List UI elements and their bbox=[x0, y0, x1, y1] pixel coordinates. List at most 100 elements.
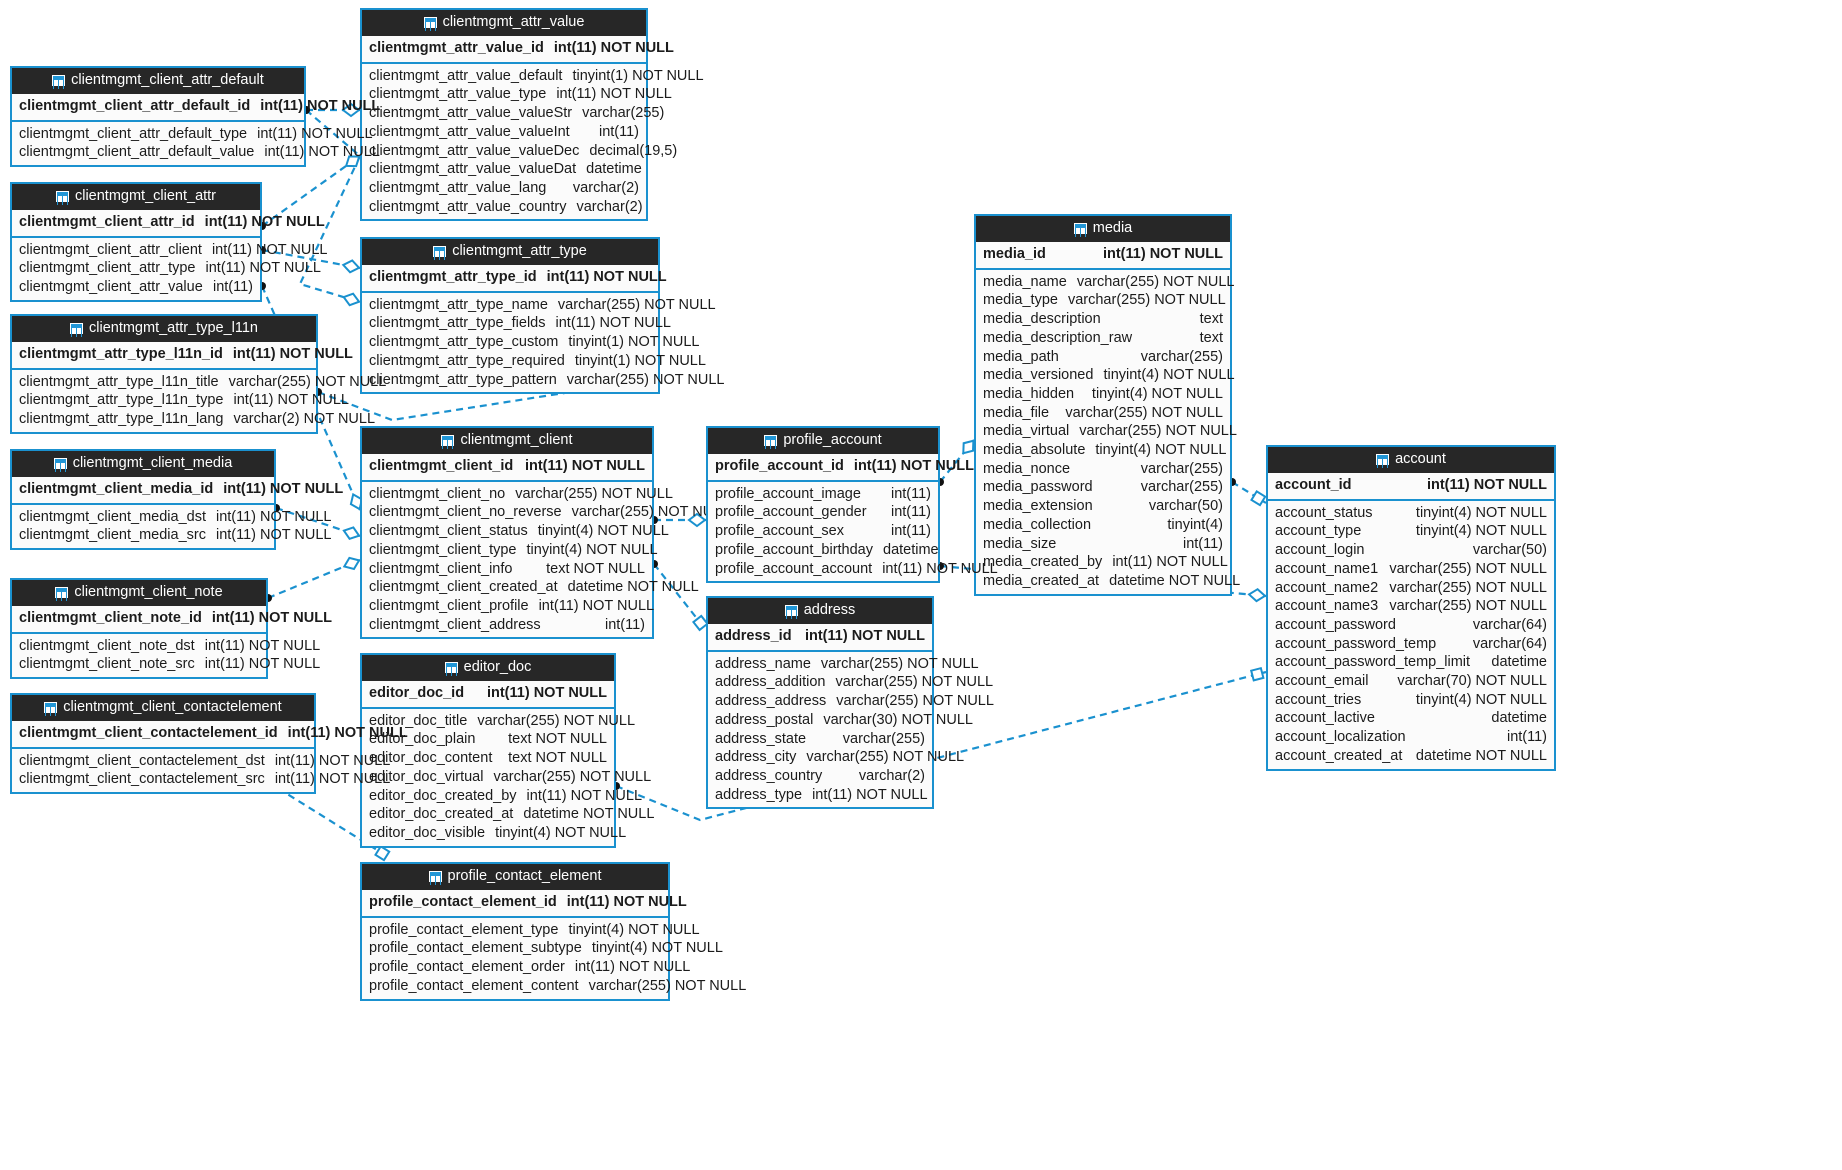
attribute-name: media_path bbox=[983, 348, 1059, 365]
attribute-type: int(11) NOT NULL bbox=[257, 125, 373, 142]
attribute-type: int(11) NOT NULL bbox=[223, 481, 344, 497]
attribute-name: profile_account_birthday bbox=[715, 541, 873, 558]
entity-header-clientmgmt_client_contactelement: clientmgmt_client_contactelement bbox=[12, 695, 314, 721]
attribute-type: varchar(255) bbox=[1140, 460, 1223, 477]
attribute-name: clientmgmt_client_no_reverse bbox=[369, 504, 562, 521]
relationship-target-marker bbox=[374, 844, 391, 862]
entity-header-clientmgmt_client_attr_default: clientmgmt_client_attr_default bbox=[12, 68, 304, 94]
attribute-type: varchar(50) bbox=[1472, 542, 1547, 559]
attribute-type: int(11) NOT NULL bbox=[853, 458, 974, 474]
table-icon bbox=[433, 246, 447, 258]
attribute-type: int(11) NOT NULL bbox=[1112, 554, 1228, 571]
attribute-name: editor_doc_virtual bbox=[369, 768, 484, 785]
attribute-name: address_type bbox=[715, 786, 803, 803]
attribute-type: varchar(64) bbox=[1472, 635, 1547, 652]
attribute-name: clientmgmt_attr_type_l11n_id bbox=[19, 346, 223, 362]
table-icon bbox=[764, 435, 778, 447]
attribute-type: varchar(70) NOT NULL bbox=[1397, 673, 1547, 690]
attribute-name: clientmgmt_client_created_at bbox=[369, 579, 558, 596]
attribute-name: clientmgmt_client_info bbox=[369, 560, 513, 577]
attribute-type: varchar(255) NOT NULL bbox=[836, 693, 994, 710]
attribute-type: datetime bbox=[883, 541, 939, 558]
attribute-name: editor_doc_plain bbox=[369, 731, 476, 748]
entity-title: profile_account bbox=[783, 432, 882, 448]
attribute-type: tinyint(4) NOT NULL bbox=[495, 824, 627, 841]
attribute-name: account_type bbox=[1275, 523, 1362, 540]
entity-header-clientmgmt_client_attr: clientmgmt_client_attr bbox=[12, 184, 260, 210]
attribute-type: int(11) NOT NULL bbox=[882, 560, 998, 577]
attribute-type: int(11) bbox=[890, 504, 931, 521]
attribute-type: text bbox=[1199, 311, 1223, 328]
attribute-name: media_virtual bbox=[983, 423, 1070, 440]
entity-header-clientmgmt_attr_type: clientmgmt_attr_type bbox=[362, 239, 658, 265]
attribute-name: editor_doc_title bbox=[369, 712, 468, 729]
attribute-type: int(11) NOT NULL bbox=[526, 787, 643, 804]
attribute-type: tinyint(4) bbox=[1167, 516, 1223, 533]
attribute-type: tinyint(1) NOT NULL bbox=[572, 67, 704, 84]
attribute-name: editor_doc_content bbox=[369, 750, 493, 767]
attribute-name: clientmgmt_client_note_src bbox=[19, 656, 195, 673]
table-icon bbox=[52, 75, 66, 87]
relationship-target-marker bbox=[1250, 490, 1267, 507]
table-icon bbox=[70, 323, 83, 335]
attribute-type: int(11) bbox=[598, 123, 639, 140]
table-icon bbox=[44, 702, 58, 714]
attribute-type: int(11) NOT NULL bbox=[804, 628, 925, 644]
attribute-type: datetime NOT NULL bbox=[523, 806, 655, 823]
attribute-type: int(11) NOT NULL bbox=[1426, 477, 1547, 493]
attribute-name: account_localization bbox=[1275, 729, 1406, 746]
attribute-name: media_extension bbox=[983, 498, 1093, 515]
attribute-name: media_versioned bbox=[983, 367, 1094, 384]
attribute-type: tinyint(1) NOT NULL bbox=[568, 334, 700, 351]
attribute-type: varchar(64) bbox=[1472, 616, 1547, 633]
